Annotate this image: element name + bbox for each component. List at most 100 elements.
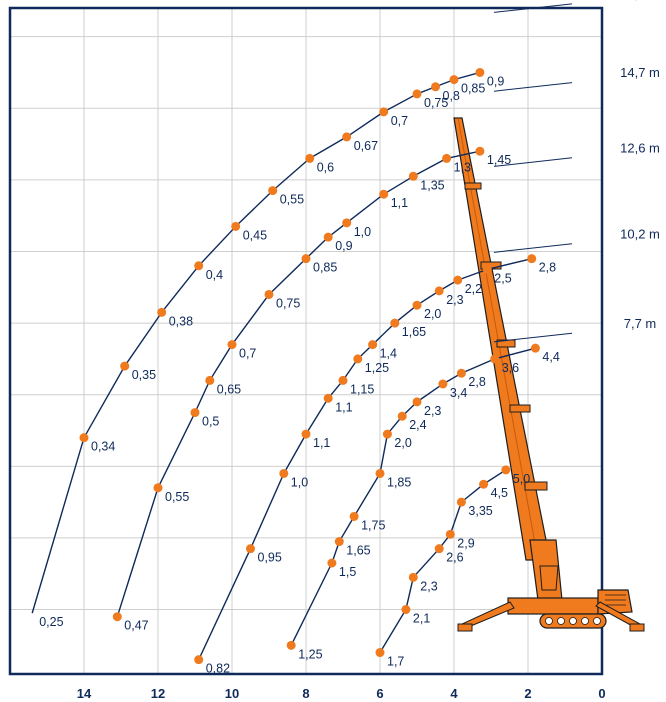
load-value-label: 2,0	[424, 307, 441, 321]
load-value-label: 1,25	[298, 647, 322, 661]
load-value-label: 0,75	[276, 296, 300, 310]
load-point	[194, 655, 204, 665]
load-point	[490, 354, 500, 364]
load-value-label: 1,65	[402, 325, 426, 339]
load-point	[397, 411, 407, 421]
x-tick-label: 6	[376, 686, 383, 701]
x-tick-label: 4	[450, 686, 458, 701]
load-point	[246, 544, 255, 554]
crane-boom	[453, 117, 551, 561]
load-point	[527, 254, 537, 264]
load-value-label: 2,6	[446, 551, 463, 565]
height-marker-line	[493, 82, 573, 92]
load-point	[453, 275, 463, 285]
crane-tracks	[539, 613, 607, 629]
load-value-label: 0,7	[391, 114, 408, 128]
load-value-label: 0,34	[91, 440, 115, 454]
load-value-label: 1,85	[387, 475, 411, 489]
load-value-label: 0,55	[280, 193, 304, 207]
load-point	[153, 483, 163, 493]
load-value-label: 1,0	[291, 475, 308, 489]
load-value-label: 2,3	[424, 404, 441, 418]
x-tick-label: 12	[151, 686, 165, 701]
load-point	[482, 264, 492, 274]
load-value-label: 1,3	[454, 160, 471, 174]
load-point	[323, 393, 333, 403]
load-value-label: 1,45	[487, 153, 511, 167]
height-marker-line	[493, 332, 573, 343]
height-marker-line	[493, 3, 573, 13]
load-point	[438, 379, 448, 389]
load-value-label: 0,5	[202, 415, 219, 429]
height-markers: 16,9 m 14,7 m 12,6 m 10,2 m 7,7 m	[493, 0, 660, 343]
load-point	[342, 132, 352, 142]
load-value-label: 0,95	[258, 551, 282, 565]
load-value-label: 4,5	[491, 486, 508, 500]
load-value-label: 1,4	[380, 347, 397, 361]
load-point	[205, 375, 215, 385]
height-marker-line	[493, 157, 573, 167]
load-point	[375, 468, 385, 478]
x-tick-label: 14	[77, 686, 92, 701]
load-curve	[31, 71, 481, 614]
load-value-label: 0,38	[169, 314, 193, 328]
load-value-label: 0,25	[39, 615, 63, 629]
load-value-label: 2,2	[465, 282, 482, 296]
crane-outriggers	[457, 601, 645, 632]
load-point	[120, 361, 130, 371]
load-point	[434, 286, 444, 296]
load-curve	[116, 150, 481, 617]
load-value-label: 0,85	[313, 261, 337, 275]
load-value-label: 1,1	[313, 436, 330, 450]
load-value-label: 2,3	[420, 579, 437, 593]
height-label: 14,7 m	[620, 65, 660, 80]
load-value-label: 0,8	[443, 89, 460, 103]
load-point	[190, 408, 200, 418]
load-point	[434, 544, 444, 554]
load-value-label: 0,82	[206, 662, 230, 676]
load-point	[408, 572, 418, 582]
load-point	[353, 354, 363, 364]
load-value-label: 2,5	[494, 271, 511, 285]
load-value-label: 3,4	[450, 386, 467, 400]
load-value-label: 1,65	[346, 544, 370, 558]
load-value-label: 1,7	[387, 655, 404, 669]
load-value-label: 2,0	[394, 436, 411, 450]
load-point	[268, 186, 278, 196]
height-label: 10,2 m	[620, 226, 660, 241]
crane-illustration	[453, 117, 645, 632]
load-curve	[198, 257, 532, 660]
load-point	[412, 89, 422, 99]
load-value-label: 2,8	[539, 261, 556, 275]
load-point	[227, 340, 237, 350]
load-value-label: 3,6	[502, 361, 519, 375]
load-value-label: 1,15	[350, 382, 374, 396]
load-point	[349, 511, 359, 521]
load-value-label: 3,35	[468, 504, 492, 518]
load-point	[301, 429, 311, 439]
load-value-label: 0,45	[243, 228, 267, 242]
load-value-label: 0,47	[124, 619, 148, 633]
load-point	[456, 368, 466, 378]
height-label: 7,7 m	[624, 316, 657, 331]
load-value-label: 2,1	[413, 612, 430, 626]
load-value-label: 1,35	[420, 178, 444, 192]
load-value-label: 1,25	[365, 361, 389, 375]
load-point	[375, 648, 385, 658]
load-point	[379, 189, 389, 199]
height-label: 16,9 m	[620, 0, 660, 1]
load-point	[286, 640, 296, 650]
load-point	[449, 75, 459, 85]
height-label: 12,6 m	[620, 140, 660, 155]
x-tick-label: 0	[598, 686, 605, 701]
load-value-label: 1,1	[335, 400, 352, 414]
load-point	[431, 82, 440, 92]
load-point	[442, 153, 452, 163]
load-point	[530, 343, 540, 353]
load-value-label: 0,4	[206, 268, 223, 282]
load-point	[305, 153, 315, 163]
load-point	[501, 465, 511, 475]
load-point	[157, 307, 167, 317]
plot-frame	[8, 6, 604, 676]
